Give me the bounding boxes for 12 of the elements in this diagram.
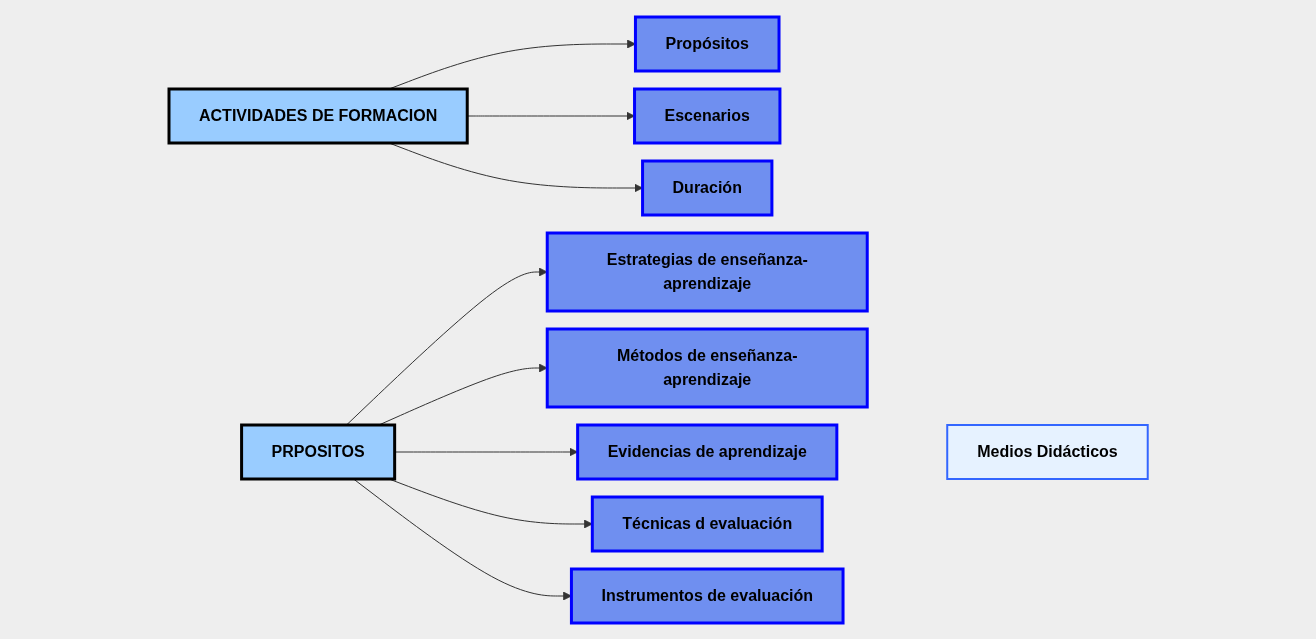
node-box: ACTIVIDADES DE FORMACION [167,87,469,144]
node-box: Instrumentos de evaluación [569,567,845,624]
node-box: Propósitos [633,15,781,72]
node-box: Medios Didácticos [945,423,1149,480]
node-box: Técnicas d evaluación [590,495,824,552]
arrow [466,111,635,120]
node-box: Escenarios [632,87,782,144]
node-box: Duración [640,159,774,216]
node-box: PRPOSITOS [239,423,396,480]
node-box: Estrategias de enseñanza-aprendizaje [545,231,869,312]
node-box: Evidencias de aprendizaje [575,423,838,480]
node-box: Métodos de enseñanza-aprendizaje [545,327,869,408]
